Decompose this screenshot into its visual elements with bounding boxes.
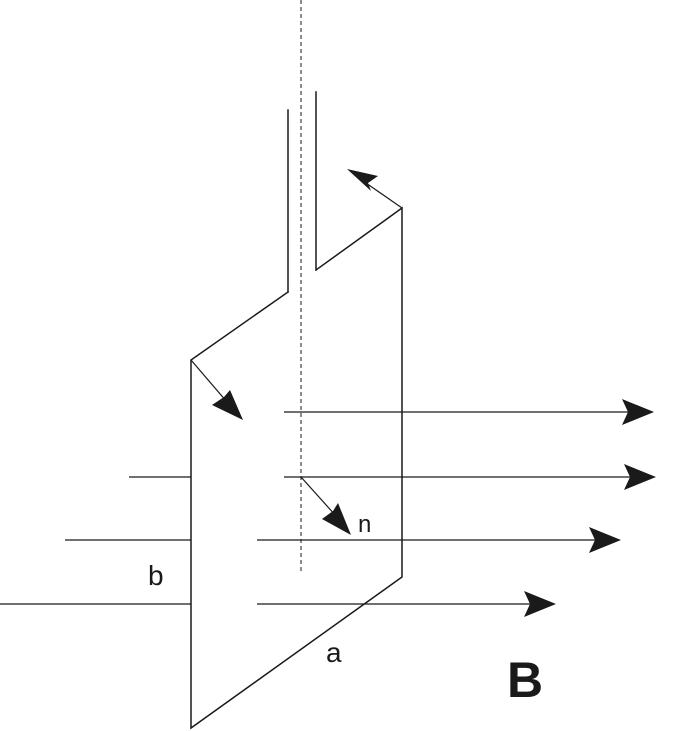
side-a-label: a bbox=[326, 637, 342, 668]
field-line-4 bbox=[0, 591, 556, 617]
current-loop-frame bbox=[190, 206, 403, 730]
force-arrow-left-edge bbox=[190, 359, 243, 420]
field-line-3 bbox=[65, 527, 621, 553]
normal-label: n bbox=[358, 511, 371, 538]
field-line-2 bbox=[129, 464, 656, 490]
side-b-label: b bbox=[148, 560, 164, 591]
normal-vector-arrow bbox=[300, 476, 351, 535]
force-arrow-right-edge bbox=[347, 169, 403, 209]
field-label: B bbox=[507, 652, 543, 708]
field-line-1 bbox=[284, 399, 654, 425]
